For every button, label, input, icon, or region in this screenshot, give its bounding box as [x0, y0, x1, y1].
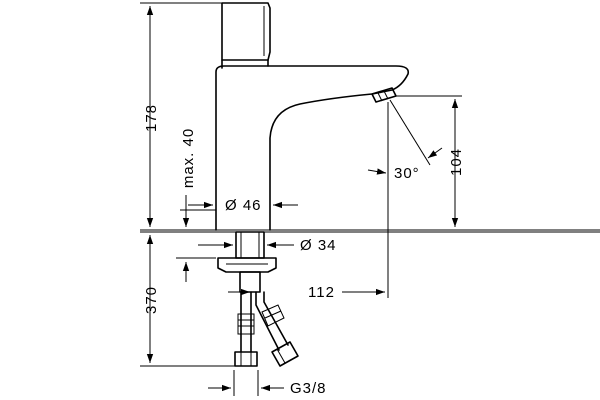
right-hose: [255, 291, 289, 351]
faucet-handle-cap: [221, 2, 271, 61]
mounting-assembly: [217, 231, 277, 293]
supply-hoses: [234, 291, 299, 367]
dim-label-angle-30: 30°: [394, 165, 420, 182]
faucet-aerator: [371, 87, 397, 103]
dim-label-diameter-34: Ø 34: [300, 237, 337, 254]
left-hose: [240, 291, 252, 353]
mounting-plate: [217, 257, 277, 273]
faucet-spout: [215, 65, 410, 231]
dim-label-104: 104: [448, 148, 465, 176]
dim-label-178: 178: [143, 104, 160, 132]
dim-label-diameter-46: Ø 46: [225, 197, 262, 214]
faucet-body: [215, 2, 410, 231]
dim-label-370: 370: [143, 286, 160, 314]
dim-label-112: 112: [308, 284, 335, 301]
dim-label-thread: G3/8: [290, 380, 327, 397]
dim-label-max40: max. 40: [180, 128, 197, 188]
